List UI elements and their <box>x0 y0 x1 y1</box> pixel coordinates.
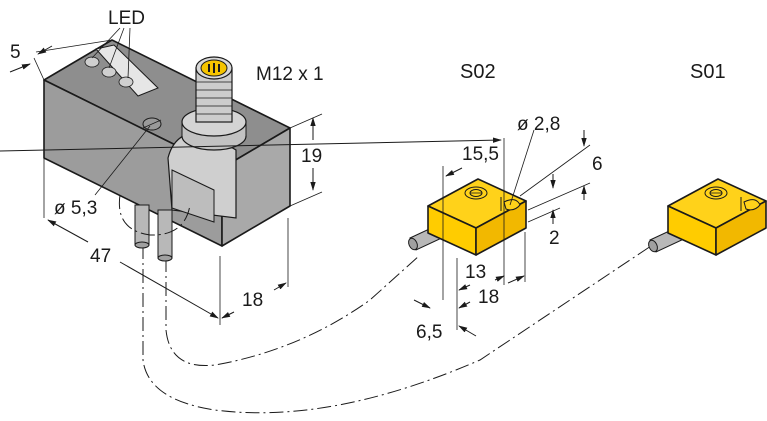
dim-height-label: 19 <box>301 146 322 167</box>
s02-dim-2-label: 2 <box>549 228 560 249</box>
mounting-hole-icon <box>743 199 761 211</box>
main-housing <box>43 39 291 262</box>
connector-label: M12 x 1 <box>256 64 324 85</box>
dim-length-label: 47 <box>90 246 111 267</box>
sensor-s02 <box>408 178 527 256</box>
target-icon <box>464 186 488 200</box>
s02-dimensions <box>0 129 591 337</box>
dim-width-label: 18 <box>242 290 263 311</box>
cable-path-s02 <box>165 254 421 367</box>
led-3-icon <box>118 76 134 88</box>
led-2-icon <box>101 66 117 78</box>
main-dimensions <box>9 27 323 325</box>
dim-hole-label: ø 5,3 <box>54 198 97 219</box>
s02-dim-hole-label: ø 2,8 <box>517 114 560 135</box>
s02-dim-13-label: 13 <box>465 262 486 283</box>
s02-title: S02 <box>460 61 496 83</box>
mounting-hole-icon <box>503 199 521 211</box>
cable-path-s01 <box>142 239 661 414</box>
s02-dim-15-5-label: 15,5 <box>462 144 499 165</box>
led-1-icon <box>84 56 100 68</box>
s02-dim-6-label: 6 <box>592 154 603 175</box>
sensor-s01 <box>648 178 767 256</box>
target-icon <box>704 186 728 200</box>
s02-dim-18-label: 18 <box>478 287 499 308</box>
led-label: LED <box>108 8 145 29</box>
s02-dim-6-5-label: 6,5 <box>416 322 442 343</box>
s01-title: S01 <box>690 61 726 83</box>
dim-5-label: 5 <box>10 42 21 63</box>
